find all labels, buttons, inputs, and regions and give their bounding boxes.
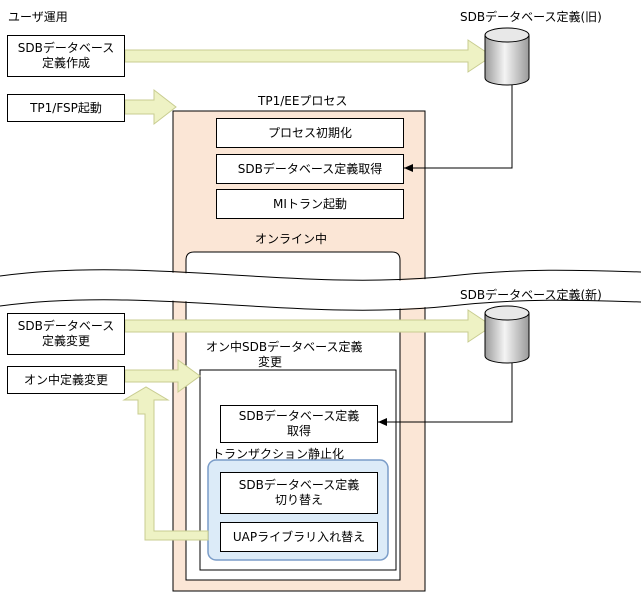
uap-lib-replace-box: UAPライブラリ入れ替え (220, 522, 378, 552)
sdb-def-get2-line1: SDBデータベース定義 (238, 409, 360, 423)
db-new-cylinder-icon (484, 305, 530, 364)
process-init-text: プロセス初期化 (267, 125, 352, 140)
online-label: オンライン中 (255, 232, 328, 246)
sdb-def-change-box: SDBデータベース 定義変更 (7, 313, 125, 355)
sdb-def-change-line1: SDBデータベース (17, 319, 115, 333)
time-break-gap (0, 270, 641, 310)
time-break-line-bottom (0, 299, 641, 311)
sdb-def-get2-box: SDBデータベース定義 取得 (220, 405, 378, 443)
online-sdb-change-label-2: 変更 (258, 355, 283, 369)
line-db-old-to-get (404, 85, 513, 169)
arrow-change-to-db-new (124, 309, 493, 343)
arrow-create-to-db-old (124, 39, 493, 73)
arrow-fsp-to-ee (124, 88, 177, 126)
tp1-fsp-start-box: TP1/FSP起動 (7, 94, 125, 122)
sdb-def-create-line1: SDBデータベース (17, 41, 115, 55)
line-db-new-to-get (378, 363, 513, 423)
arrowhead-db-new-to-get (378, 418, 387, 426)
sdb-def-get2-line2: 取得 (286, 424, 311, 438)
arrowhead-db-old-to-get (404, 164, 413, 172)
sdb-def-change-line2: 定義変更 (41, 334, 90, 348)
online-def-change-box: オン中定義変更 (7, 366, 125, 394)
sdb-def-switch-box: SDBデータベース定義 切り替え (220, 472, 378, 514)
sdb-def-switch-line1: SDBデータベース定義 (238, 478, 360, 492)
user-ops-label: ユーザ運用 (8, 10, 68, 24)
db-new-label: SDBデータベース定義(新) (460, 288, 602, 302)
tp1-ee-process-label: TP1/EEプロセス (258, 94, 348, 108)
sdb-def-create-line2: 定義作成 (41, 56, 90, 70)
online-sdb-change-label-1: オン中SDBデータベース定義 (206, 340, 363, 354)
process-init-box: プロセス初期化 (216, 118, 404, 148)
arrow-return-to-online-change (122, 386, 209, 541)
sdb-def-get-text: SDBデータベース定義取得 (237, 161, 383, 176)
tp1-fsp-start-text: TP1/FSP起動 (30, 100, 102, 115)
sdb-def-get-box: SDBデータベース定義取得 (216, 154, 404, 184)
db-old-cylinder-icon (484, 27, 530, 86)
uap-lib-replace-text: UAPライブラリ入れ替え (232, 529, 366, 544)
mi-tran-start-box: MIトラン起動 (216, 189, 404, 219)
db-old-label: SDBデータベース定義(旧) (460, 10, 602, 24)
online-def-change-text: オン中定義変更 (23, 372, 108, 387)
tx-quiesce-label: トランザクション静止化 (212, 447, 345, 461)
arrow-online-change-cmd (124, 359, 201, 393)
sdb-def-create-box: SDBデータベース 定義作成 (7, 35, 125, 77)
time-break-line-top (0, 269, 641, 281)
sdb-def-switch-line2: 切り替え (274, 493, 323, 507)
mi-tran-start-text: MIトラン起動 (273, 196, 347, 211)
